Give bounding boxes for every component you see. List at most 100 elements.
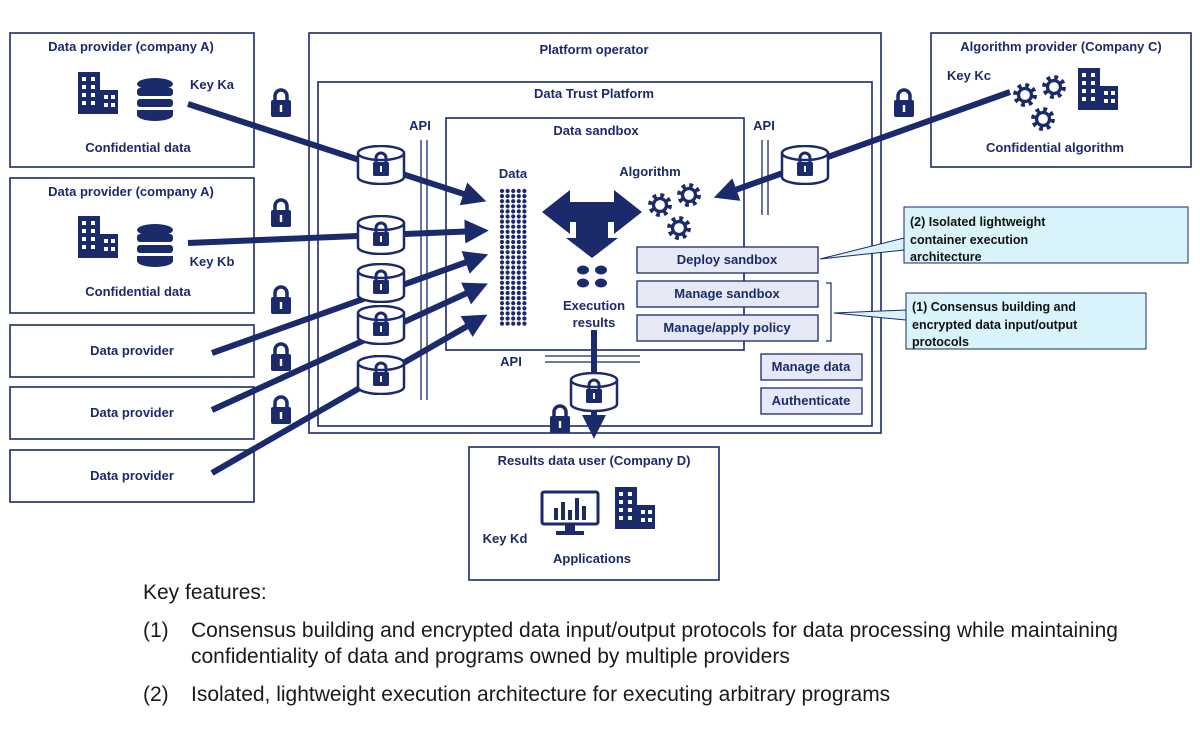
data-dot bbox=[499, 280, 505, 285]
data-dot bbox=[516, 239, 521, 245]
data-dot bbox=[516, 311, 521, 316]
flow-arrows bbox=[187, 89, 1012, 476]
data-dot bbox=[516, 275, 521, 280]
data-dot bbox=[499, 311, 505, 316]
callout-2-line3: architecture bbox=[910, 250, 982, 264]
data-dot bbox=[499, 260, 505, 265]
data-dot bbox=[516, 316, 521, 321]
sandbox-gear-icon bbox=[651, 196, 669, 214]
padlock-icon bbox=[270, 395, 292, 425]
algorithm-provider-caption: Confidential algorithm bbox=[986, 140, 1124, 155]
algorithm-provider-key: Key Kc bbox=[947, 68, 991, 83]
data-dot bbox=[499, 321, 505, 326]
manage-apply-policy-label: Manage/apply policy bbox=[663, 320, 791, 335]
data-dot bbox=[516, 296, 521, 301]
callout-2-line2: container execution bbox=[910, 233, 1028, 247]
data-dot bbox=[499, 204, 505, 209]
authenticate-label: Authenticate bbox=[772, 393, 851, 408]
data-dot bbox=[505, 296, 510, 301]
padlock-icon bbox=[270, 198, 292, 228]
results-user-key: Key Kd bbox=[483, 531, 528, 546]
provider-a2-database-icon bbox=[137, 224, 173, 267]
data-dot bbox=[511, 224, 516, 229]
results-user-box bbox=[468, 446, 720, 581]
data-dot bbox=[499, 301, 505, 306]
data-dot bbox=[499, 219, 505, 224]
key-feature-number: (2) bbox=[143, 683, 169, 706]
data-dot bbox=[505, 239, 510, 245]
api-right-label: API bbox=[753, 118, 775, 133]
callout-1-line1: (1) Consensus building and bbox=[912, 300, 1076, 314]
provider-generic-1-label: Data provider bbox=[90, 343, 174, 358]
data-dot bbox=[511, 290, 516, 296]
data-dot bbox=[516, 260, 521, 265]
data-dot bbox=[522, 224, 527, 229]
data-dot bbox=[516, 219, 521, 224]
data-dot bbox=[511, 301, 516, 306]
data-dot bbox=[522, 311, 527, 316]
data-dot bbox=[522, 290, 527, 296]
data-dot bbox=[499, 224, 505, 229]
api-left-label: API bbox=[409, 118, 431, 133]
arrow-provider-1-to-data bbox=[210, 251, 489, 356]
data-dot bbox=[522, 285, 527, 290]
data-dot bbox=[505, 306, 510, 311]
callout-2-pointer bbox=[819, 237, 905, 260]
data-dot bbox=[511, 204, 516, 209]
deploy-sandbox-box bbox=[636, 246, 819, 274]
encrypted-channel-icon bbox=[356, 355, 406, 395]
key-feature-text: Isolated, lightweight execution architec… bbox=[191, 683, 891, 706]
data-dot bbox=[516, 285, 521, 290]
arrow-provider-a2-to-data bbox=[187, 219, 489, 246]
data-dot bbox=[499, 250, 505, 255]
data-dot bbox=[511, 239, 516, 245]
data-dot bbox=[522, 199, 527, 204]
data-dot bbox=[505, 280, 510, 285]
data-dot bbox=[505, 224, 510, 229]
data-dot bbox=[511, 316, 516, 321]
data-dot bbox=[511, 245, 516, 250]
data-dot bbox=[499, 194, 505, 199]
data-dot bbox=[522, 280, 527, 285]
data-dot bbox=[505, 188, 510, 194]
data-dot bbox=[511, 219, 516, 224]
provider-generic-3-box bbox=[9, 449, 255, 503]
data-dot bbox=[522, 219, 527, 224]
data-dot bbox=[499, 229, 505, 234]
algorithm-label: Algorithm bbox=[619, 164, 680, 179]
data-dot bbox=[499, 306, 505, 311]
data-dot bbox=[522, 239, 527, 245]
data-dot bbox=[499, 290, 505, 296]
callout-2-line1: (2) Isolated lightweight bbox=[910, 215, 1046, 229]
data-label: Data bbox=[499, 166, 528, 181]
data-dot bbox=[505, 214, 510, 219]
data-dot bbox=[511, 199, 516, 204]
sandbox-gear-icon bbox=[680, 186, 698, 204]
data-trust-platform-title: Data Trust Platform bbox=[534, 86, 654, 101]
data-dot bbox=[522, 301, 527, 306]
arrow-provider-3-to-data bbox=[210, 314, 488, 476]
data-dot bbox=[511, 188, 516, 194]
provider-a2-caption: Confidential data bbox=[85, 284, 191, 299]
algorithm-provider-title: Algorithm provider (Company C) bbox=[960, 39, 1162, 54]
data-dot bbox=[505, 229, 510, 234]
results-user-caption: Applications bbox=[553, 551, 631, 566]
data-dot bbox=[511, 255, 516, 260]
data-dot bbox=[505, 199, 510, 204]
data-dot bbox=[499, 245, 505, 250]
data-dot bbox=[505, 301, 510, 306]
execution-results-label-line2: results bbox=[573, 315, 616, 330]
provider-a1-box bbox=[9, 32, 255, 168]
data-dot bbox=[511, 280, 516, 285]
data-dot bbox=[522, 260, 527, 265]
arrow-provider-a1-to-data bbox=[187, 101, 487, 206]
sandbox-gear-icon bbox=[670, 219, 688, 237]
data-dot bbox=[522, 214, 527, 219]
data-dot bbox=[511, 209, 516, 214]
data-dot bbox=[522, 316, 527, 321]
data-dot bbox=[522, 306, 527, 311]
callout-1-pointer bbox=[833, 309, 907, 321]
provider-a2-key: Key Kb bbox=[190, 254, 235, 269]
provider-a1-title: Data provider (company A) bbox=[48, 39, 214, 54]
data-dot bbox=[516, 265, 521, 270]
